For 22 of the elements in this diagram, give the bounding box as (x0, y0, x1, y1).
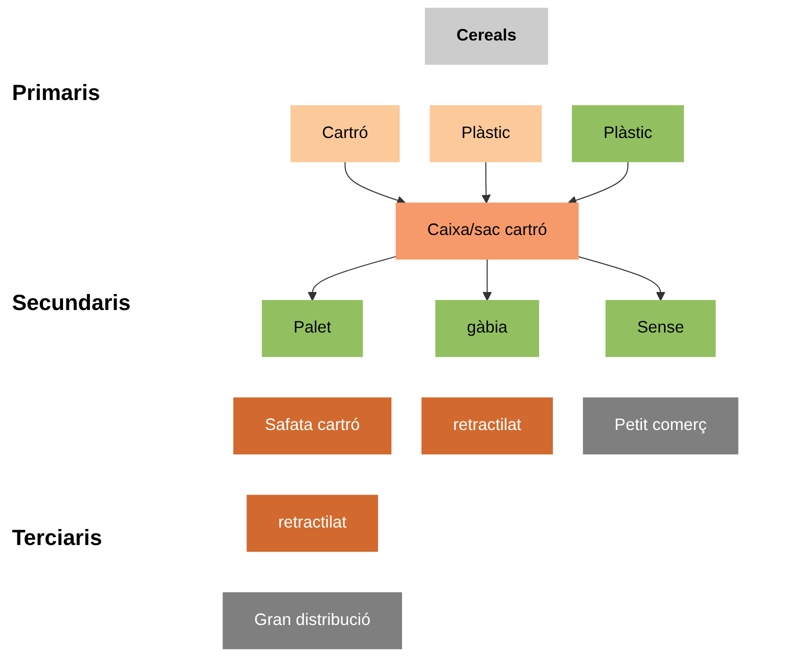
node-box: Petit comerç (582, 397, 738, 454)
node-box: Safata cartró (233, 397, 392, 454)
node-box: Palet (262, 300, 363, 357)
row-label: Terciaris (12, 525, 102, 551)
arrow (344, 162, 406, 205)
node-box: Plàstic (572, 105, 684, 162)
row-label: Secundaris (12, 290, 131, 316)
node-box: Sense (606, 300, 716, 357)
node-box: Caixa/sac cartró (396, 202, 579, 260)
node-box: retractilat (246, 494, 378, 552)
arrow (482, 259, 492, 301)
node-box: Plàstic (430, 105, 542, 162)
node-box: Gran distribució (222, 592, 402, 650)
arrow (568, 162, 628, 205)
arrow (308, 256, 396, 301)
node-box: Cereals (424, 8, 548, 65)
node-box: Cartró (290, 105, 400, 162)
arrow (482, 162, 491, 204)
row-label: Primaris (12, 80, 100, 106)
node-box: gàbia (435, 300, 540, 357)
arrow (578, 256, 666, 301)
node-box: retractilat (421, 397, 553, 454)
